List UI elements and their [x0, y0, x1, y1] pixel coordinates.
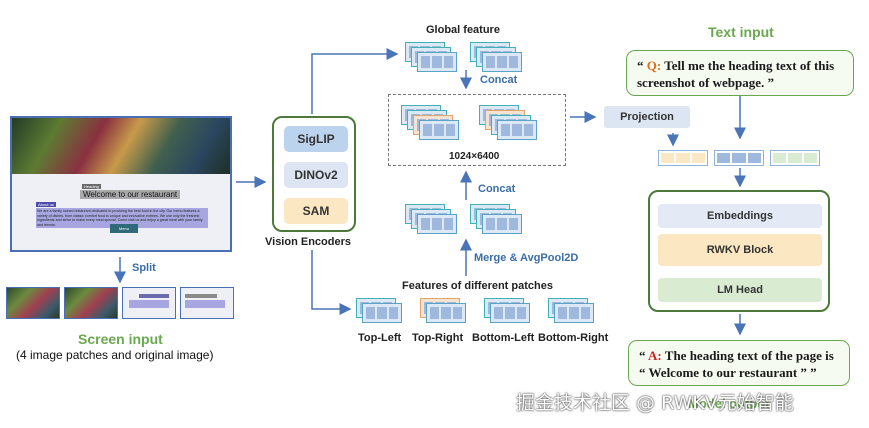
siglip-box: SigLIP [284, 126, 348, 152]
concat-mid-label: Concat [478, 183, 516, 195]
dinov2-box: DINOv2 [284, 162, 348, 188]
answer-text: The heading text of the page is “ Welcom… [639, 348, 834, 380]
patch-feature-bottom-right [548, 298, 608, 328]
answer-letter: A: [648, 348, 662, 363]
answer-open-quote: “ [639, 348, 646, 363]
projected-tokens-orange [658, 150, 708, 166]
patch-feature-bottom-left [484, 298, 544, 328]
rwkv-block: RWKV Block [658, 234, 822, 266]
patch-name-bottom-right: Bottom-Right [538, 332, 609, 344]
screen-input-subtitle: (4 image patches and original image) [16, 348, 214, 362]
question-text: Tell me the heading text of this screens… [637, 58, 835, 90]
text-tokens-green [770, 150, 820, 166]
projection-box: Projection [604, 106, 690, 128]
vision-encoders-label: Vision Encoders [265, 236, 351, 248]
embeddings-block: Embeddings [658, 204, 822, 228]
screenshot-subheading: About us [36, 202, 56, 207]
patch-name-top-right: Top-Right [412, 332, 464, 344]
patch-thumb-bottom-left [122, 287, 176, 319]
screenshot-hero-photo [12, 118, 230, 174]
question-open-quote: “ [637, 58, 644, 73]
patch-feature-top-right [420, 298, 480, 328]
concatenated-features-box: 1024×6400 [388, 94, 566, 166]
concat-stack-left [401, 105, 481, 145]
split-label: Split [132, 262, 156, 274]
patch-thumb-top-right [64, 287, 118, 319]
patch-feature-top-left [356, 298, 416, 328]
merged-feature-stack-a [405, 204, 465, 234]
projected-tokens-blue [714, 150, 764, 166]
model-output-title: Model output [688, 396, 770, 411]
screenshot-body: We are a family owned restaurant dedicat… [36, 208, 208, 229]
rwkv-model-box: Embeddings RWKV Block LM Head [648, 190, 830, 312]
global-feature-stack-b [470, 42, 530, 72]
feature-dims-label: 1024×6400 [449, 151, 500, 162]
patch-name-top-left: Top-Left [358, 332, 402, 344]
screenshot-button: Menu [110, 224, 138, 233]
global-feature-stack-a [405, 42, 465, 72]
global-feature-label: Global feature [426, 24, 500, 36]
patch-thumb-bottom-right [180, 287, 234, 319]
vision-encoder-group: SigLIP DINOv2 SAM [272, 116, 356, 232]
patch-features-label: Features of different patches [402, 280, 553, 292]
original-screenshot: Heading Welcome to our restaurant About … [10, 116, 232, 252]
arrow-encoder-to-patches [311, 250, 352, 315]
answer-box: “ A: The heading text of the page is “ W… [628, 340, 850, 386]
question-box: “ Q: Tell me the heading text of this sc… [626, 50, 854, 96]
screenshot-heading: Welcome to our restaurant [80, 190, 181, 199]
concat-top-label: Concat [480, 74, 518, 86]
merge-avgpool-label: Merge & AvgPool2D [474, 252, 579, 264]
screenshot-heading-small: Heading [82, 184, 101, 189]
question-letter: Q: [646, 58, 662, 73]
concat-stack-right [479, 105, 559, 145]
patch-thumb-top-left [6, 287, 60, 319]
patch-name-bottom-left: Bottom-Left [472, 332, 535, 344]
screen-input-title: Screen input [78, 331, 163, 347]
merged-feature-stack-b [470, 204, 530, 234]
text-input-title: Text input [708, 24, 774, 40]
lm-head-block: LM Head [658, 278, 822, 302]
arrow-encoder-to-global [311, 48, 399, 114]
watermark: 掘金技术社区 @ RWKV元始智能 [516, 392, 794, 414]
sam-box: SAM [284, 198, 348, 224]
